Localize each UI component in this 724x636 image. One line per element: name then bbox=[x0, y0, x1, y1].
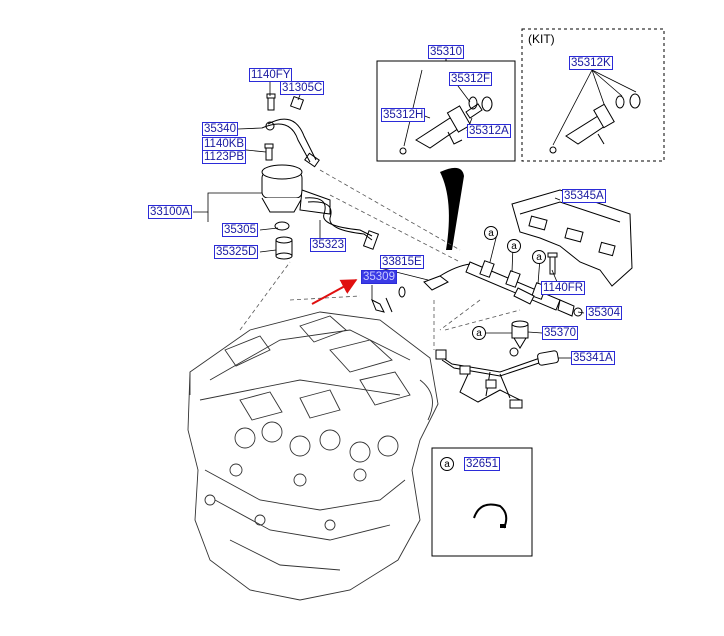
part-label-35325D[interactable]: 35325D bbox=[214, 245, 259, 259]
wiring-harness-icon bbox=[435, 349, 559, 409]
engine-block-icon bbox=[187, 311, 439, 601]
part-label-35312H[interactable]: 35312H bbox=[381, 108, 426, 122]
detail-pointer bbox=[440, 167, 464, 250]
part-label-35312K[interactable]: 35312K bbox=[569, 56, 613, 70]
marker-a: a bbox=[484, 226, 498, 240]
part-label-35341A[interactable]: 35341A bbox=[571, 351, 615, 365]
part-label-35370[interactable]: 35370 bbox=[542, 326, 578, 340]
part-label-1140FR[interactable]: 1140FR bbox=[541, 281, 586, 295]
part-label-35312A[interactable]: 35312A bbox=[467, 124, 511, 138]
part-label-35310[interactable]: 35310 bbox=[428, 45, 464, 59]
part-label-33815E[interactable]: 33815E bbox=[380, 255, 424, 269]
fuel-line-icon bbox=[261, 118, 380, 250]
part-label-31305C[interactable]: 31305C bbox=[280, 81, 325, 95]
engine-cover-icon bbox=[511, 189, 633, 287]
marker-a: a bbox=[532, 250, 546, 264]
part-label-32651[interactable]: 32651 bbox=[464, 457, 500, 471]
marker-a: a bbox=[472, 326, 486, 340]
kit-injector-icon bbox=[549, 93, 641, 154]
part-label-35312F[interactable]: 35312F bbox=[449, 72, 493, 86]
marker-a: a bbox=[507, 239, 521, 253]
part-label-35305[interactable]: 35305 bbox=[222, 223, 258, 237]
injector-icon bbox=[399, 96, 493, 155]
part-label-35309[interactable]: 35309 bbox=[361, 270, 397, 284]
part-label-33100A[interactable]: 33100A bbox=[148, 205, 192, 219]
pressure-sensor-icon bbox=[509, 320, 529, 357]
highlight-arrow bbox=[311, 279, 358, 305]
part-label-35340[interactable]: 35340 bbox=[202, 122, 238, 136]
part-label-1140KB[interactable]: 1140KB bbox=[202, 137, 247, 151]
fuel-rail-icon bbox=[423, 260, 583, 317]
part-label-1123PB[interactable]: 1123PB bbox=[202, 150, 247, 164]
kit-box bbox=[521, 28, 665, 162]
label-leaders bbox=[193, 69, 637, 359]
part-label-1140FY[interactable]: 1140FY bbox=[249, 68, 293, 82]
dashed-leaders bbox=[239, 169, 521, 350]
part-label-35323[interactable]: 35323 bbox=[310, 238, 346, 252]
part-label-35304[interactable]: 35304 bbox=[586, 306, 622, 320]
kit-label: (KIT) bbox=[528, 32, 555, 46]
clip-detail-box bbox=[431, 447, 533, 557]
part-label-35345A[interactable]: 35345A bbox=[562, 189, 606, 203]
clip-icon bbox=[473, 503, 508, 529]
marker-a: a bbox=[440, 457, 454, 471]
